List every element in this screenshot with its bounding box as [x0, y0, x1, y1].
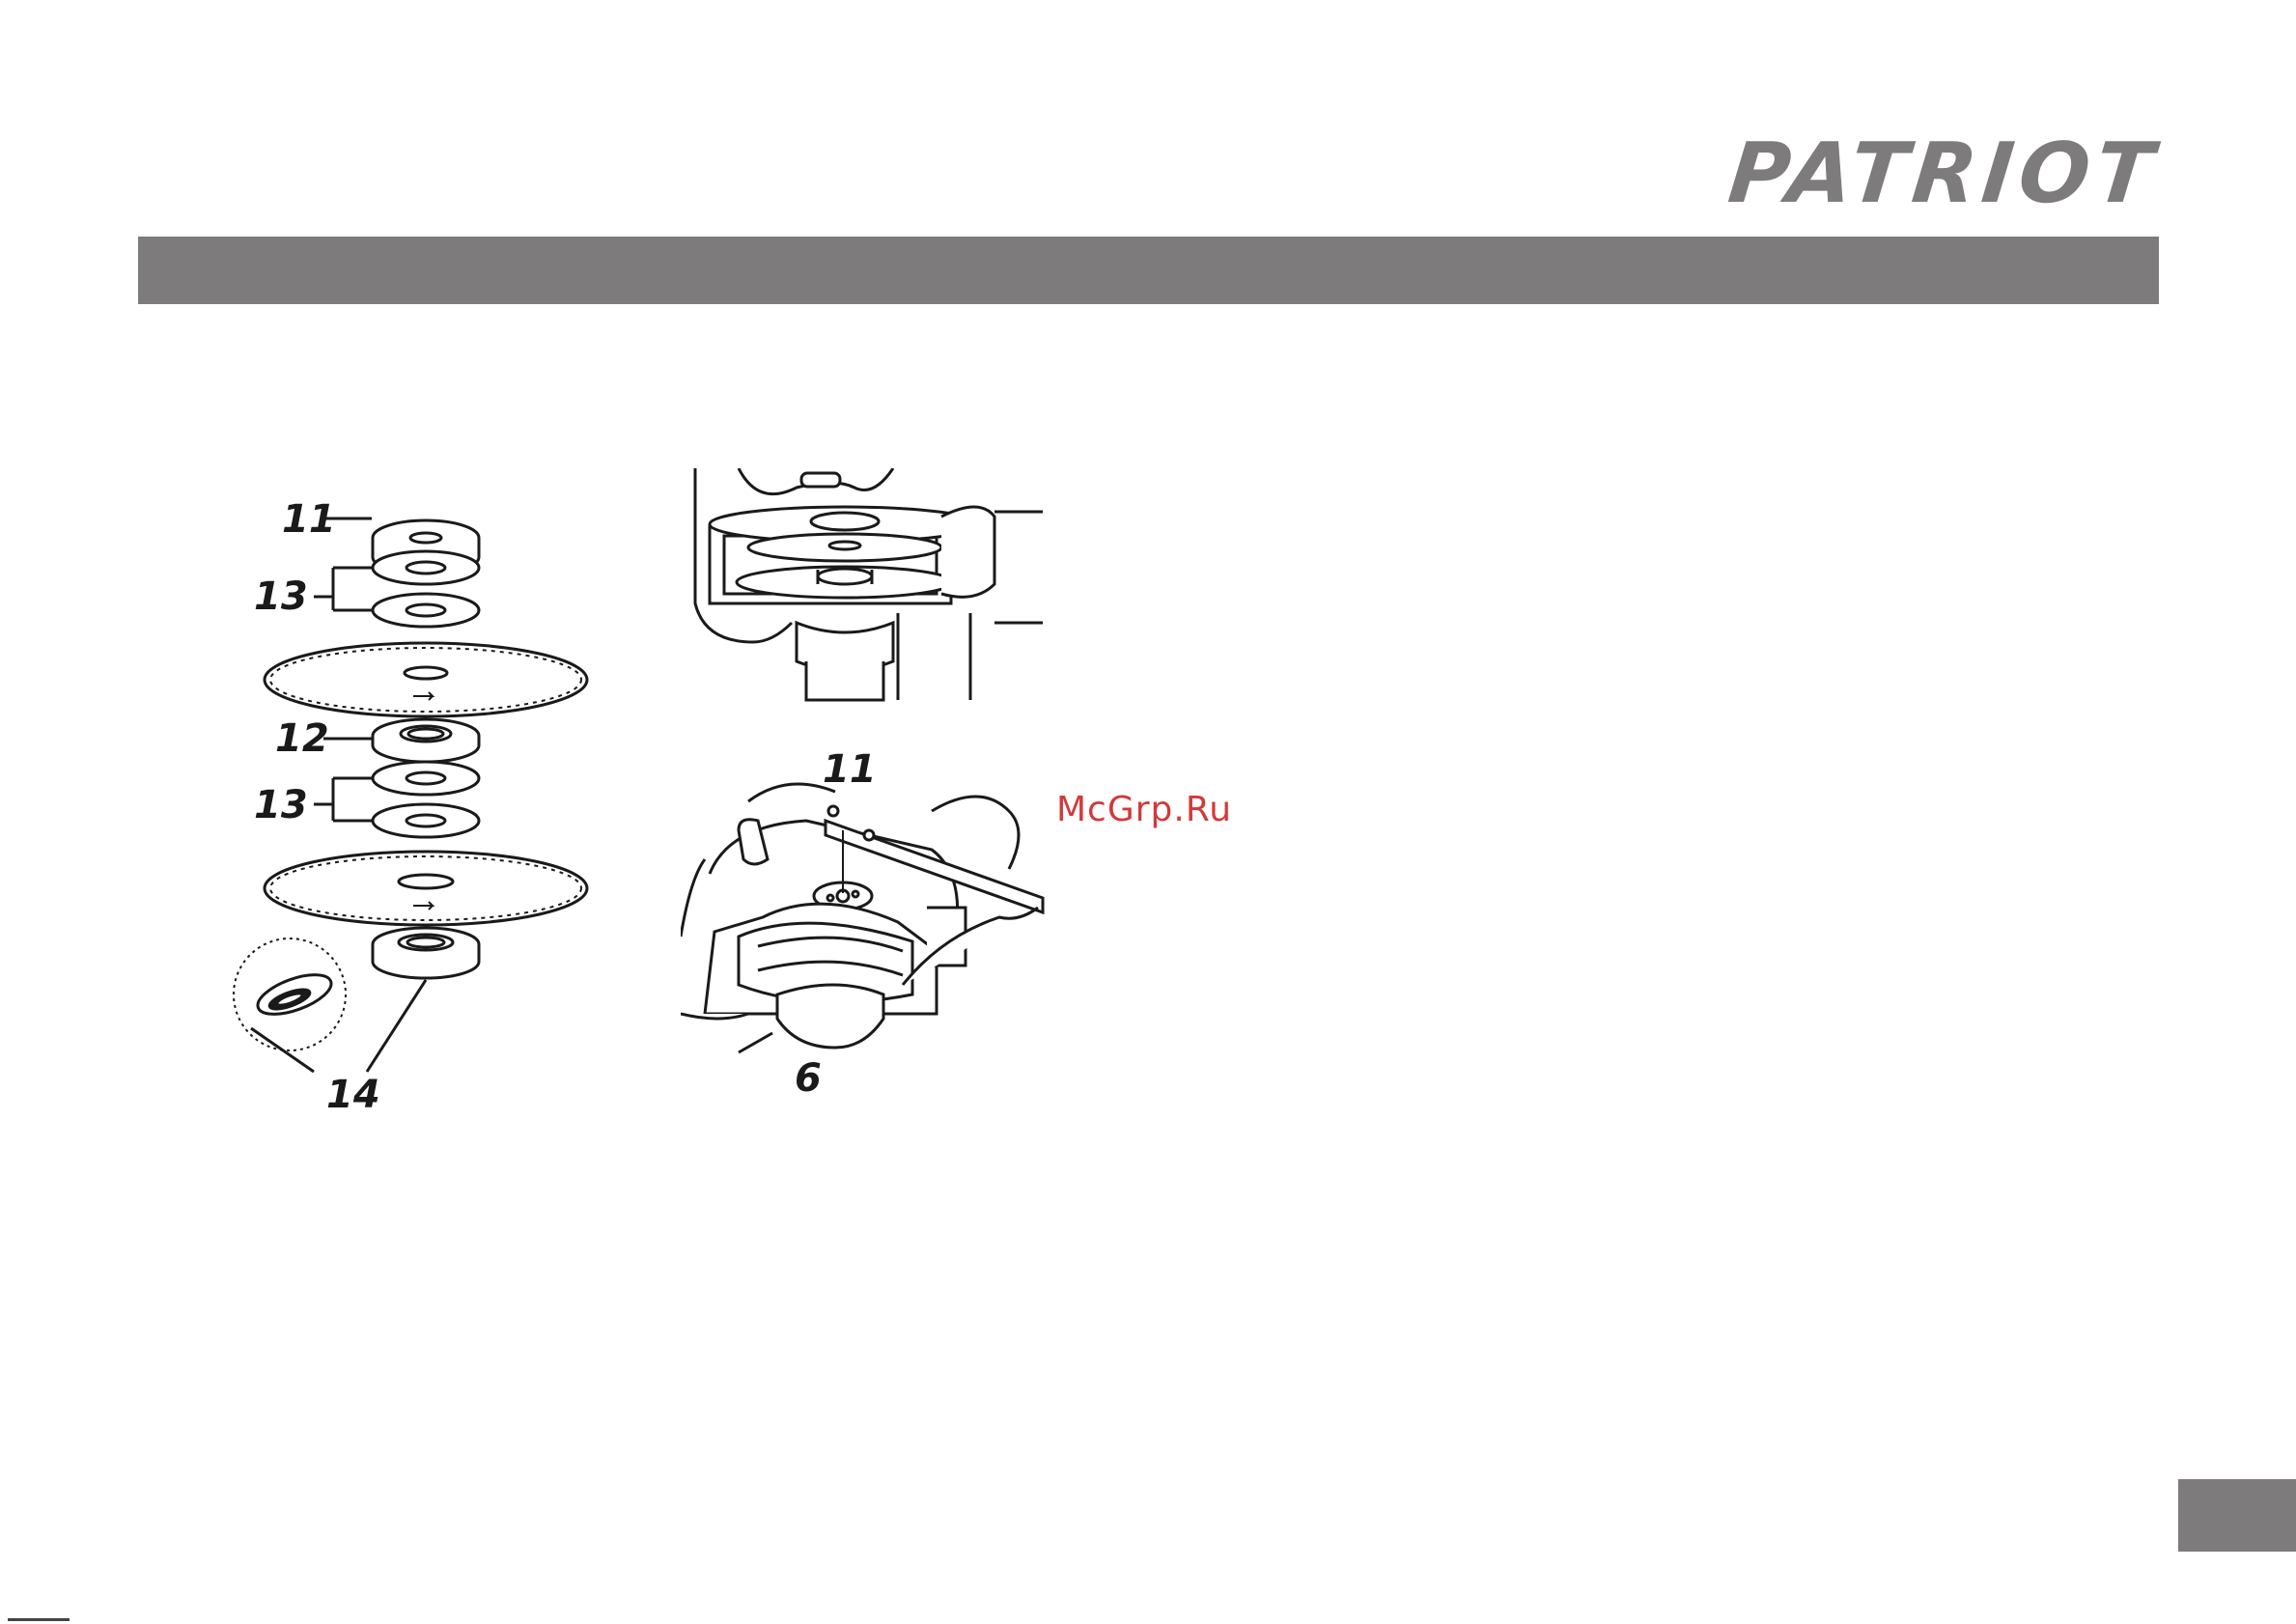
- cutting-disc-1: [265, 643, 587, 716]
- grinder-guard-figure: [681, 468, 1048, 705]
- detail-magnifier: [234, 938, 346, 1050]
- callout-12-left: 12: [275, 719, 329, 758]
- spacer-13c: [373, 762, 479, 795]
- watermark: McGrp.Ru: [1056, 790, 1232, 829]
- callout-14-left: 14: [326, 1076, 380, 1114]
- callout-13-left-b: 13: [254, 786, 308, 825]
- callout-13-left-a: 13: [254, 577, 308, 616]
- spacer-13a: [373, 551, 479, 584]
- footer-mark: [8, 1618, 70, 1621]
- flange-14: [373, 928, 479, 978]
- spacer-13b: [373, 594, 479, 627]
- header-bar: [138, 237, 2159, 304]
- callout-11-right: 11: [823, 750, 877, 789]
- callout-11-left: 11: [282, 500, 336, 539]
- page-tab: [2178, 1479, 2296, 1552]
- brand-logo: PATRIOT: [1725, 135, 2163, 212]
- spacer-13d: [373, 804, 479, 837]
- wrench-tightening-figure: [681, 772, 1052, 1072]
- flange-12: [373, 719, 479, 762]
- cutting-disc-2: [265, 852, 587, 925]
- callout-6-right: 6: [795, 1059, 822, 1098]
